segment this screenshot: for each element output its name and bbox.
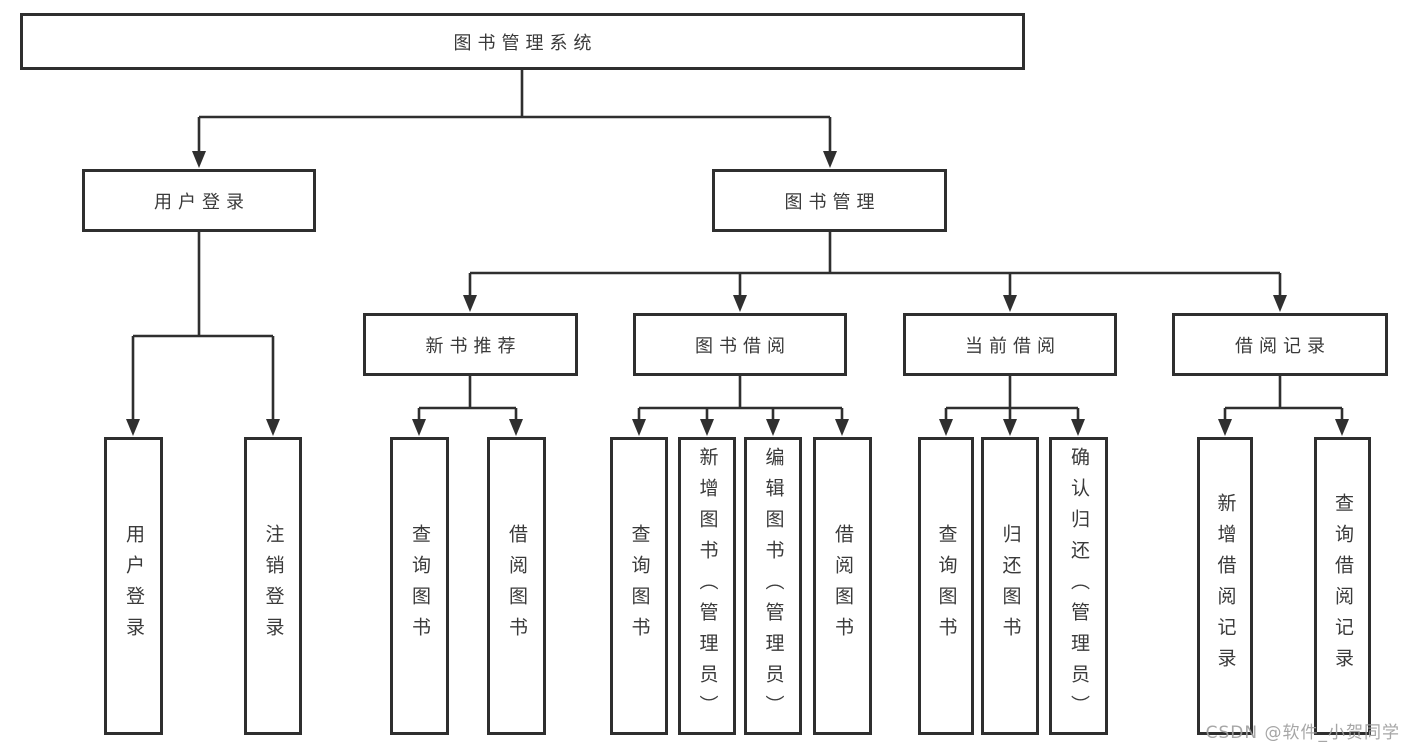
node-label: 借阅图书 <box>832 524 854 648</box>
node-book-borrowing: 图书借阅 <box>633 313 847 376</box>
node-label: 当前借阅 <box>965 335 1061 357</box>
leaf-query-books-current: 查询图书 <box>918 437 974 735</box>
leaf-add-books-admin: 新增图书（管理员） <box>678 437 736 735</box>
node-label: 查询图书 <box>935 524 958 648</box>
node-current-borrowing: 当前借阅 <box>903 313 1117 376</box>
node-user-login: 用户登录 <box>82 169 316 232</box>
node-label: 归还图书 <box>999 524 1022 648</box>
leaf-query-borrow-record: 查询借阅记录 <box>1314 437 1371 735</box>
leaf-query-books-borrowing: 查询图书 <box>610 437 668 735</box>
node-label: 图书管理系统 <box>453 32 598 54</box>
node-label: 借阅图书 <box>506 524 528 648</box>
leaf-return-books: 归还图书 <box>981 437 1039 735</box>
node-library-management-system: 图书管理系统 <box>20 13 1025 70</box>
node-book-management: 图书管理 <box>712 169 947 232</box>
leaf-borrow-books-recommend: 借阅图书 <box>487 437 546 735</box>
node-label: 注销登录 <box>262 524 285 648</box>
node-label: 用户登录 <box>154 191 250 213</box>
node-label: 新书推荐 <box>425 335 522 357</box>
node-label: 图书借阅 <box>695 335 791 357</box>
node-label: 图书管理 <box>784 191 881 213</box>
node-label: 编辑图书（管理员） <box>762 446 785 726</box>
leaf-query-books-recommend: 查询图书 <box>390 437 449 735</box>
leaf-logout: 注销登录 <box>244 437 302 735</box>
node-label: 新增借阅记录 <box>1214 493 1237 679</box>
leaf-add-borrow-record: 新增借阅记录 <box>1197 437 1253 735</box>
leaf-confirm-return-admin: 确认归还（管理员） <box>1049 437 1108 735</box>
node-label: 确认归还（管理员） <box>1068 446 1090 726</box>
node-label: 用户登录 <box>123 524 145 648</box>
node-label: 借阅记录 <box>1235 335 1331 357</box>
leaf-edit-books-admin: 编辑图书（管理员） <box>744 437 802 735</box>
node-label: 查询图书 <box>409 524 431 648</box>
node-label: 查询图书 <box>628 524 651 648</box>
node-label: 查询借阅记录 <box>1332 493 1354 679</box>
node-new-book-recommendation: 新书推荐 <box>363 313 578 376</box>
csdn-watermark: CSDN @软件_小贺同学 <box>1205 723 1400 743</box>
leaf-user-login: 用户登录 <box>104 437 163 735</box>
leaf-borrow-books-borrowing: 借阅图书 <box>813 437 872 735</box>
node-label: 新增图书（管理员） <box>696 446 719 726</box>
node-borrowing-records: 借阅记录 <box>1172 313 1388 376</box>
